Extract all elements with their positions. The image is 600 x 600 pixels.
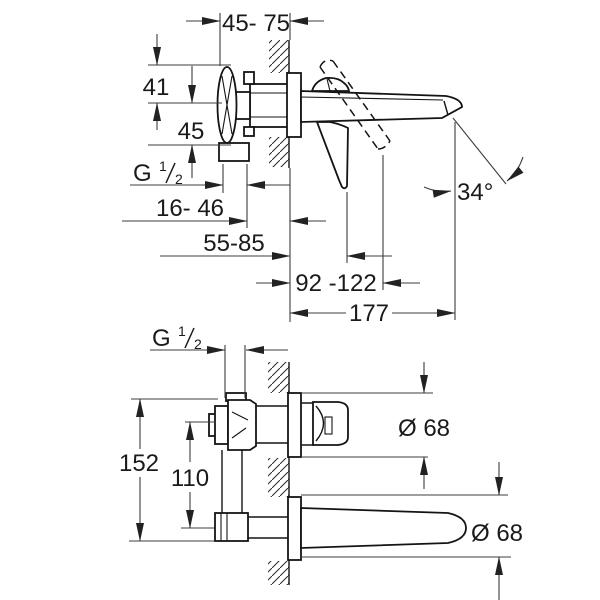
thread-size-denominator-bottom: 2 xyxy=(194,336,202,352)
spout-supply-pipe xyxy=(248,516,289,539)
elbow-union xyxy=(214,512,249,542)
thread-size-base-top: G xyxy=(133,160,152,187)
cartridge-housing-detail xyxy=(231,411,249,439)
handle-stem xyxy=(301,402,313,446)
dashed-lever-tip xyxy=(377,140,391,150)
handle-knob-curve xyxy=(315,405,325,442)
dim-diameter-spout-plate: Ø 68 xyxy=(301,462,523,600)
body-barrel-through-wall xyxy=(256,405,289,444)
thread-size-base-bottom: G xyxy=(152,325,171,352)
dim-55-85-label: 55-85 xyxy=(203,230,264,257)
spout-outline xyxy=(300,90,463,123)
handle-bottom-view xyxy=(301,401,349,446)
top-view: 45- 75 41 45 G 1 2 16- 46 xyxy=(122,10,524,327)
wall-hatch-3 xyxy=(268,561,289,585)
dim-92-122-label: 92 -122 xyxy=(295,270,376,297)
thread-fraction-slash-top xyxy=(165,162,176,184)
valve-top-tab xyxy=(243,71,255,85)
spout-top-view xyxy=(300,76,463,123)
dim-41-45: 41 45 xyxy=(143,34,231,178)
wall-section-bottom-view xyxy=(268,362,290,585)
handle-dome-notch xyxy=(326,78,331,92)
spout-angle-label: 34° xyxy=(457,179,493,206)
dim-45-75-label: 45- 75 xyxy=(222,10,290,37)
valve-housing-lines xyxy=(250,92,289,118)
dim-spout-angle: 34° xyxy=(423,117,524,206)
thread-size-denominator-top: 2 xyxy=(175,171,183,187)
valve-stem xyxy=(235,91,251,120)
dim-152-label: 152 xyxy=(119,450,159,477)
dim-152: 152 xyxy=(119,398,218,542)
dim-45-label: 45 xyxy=(178,118,205,145)
wall-hatch-2 xyxy=(268,458,289,497)
valve-wall-plate xyxy=(287,392,302,458)
diameter-valve-plate-label: Ø 68 xyxy=(398,415,450,442)
thread-size-numerator-top: 1 xyxy=(159,158,167,174)
body-left-flange xyxy=(214,405,229,445)
dim-diameter-valve-plate: Ø 68 xyxy=(301,362,450,489)
dim-45-75: 45- 75 xyxy=(186,10,324,66)
down-pipe xyxy=(221,450,243,513)
handle-knob xyxy=(312,401,349,446)
wall-hatch-upper xyxy=(269,40,289,73)
concealed-valve-body xyxy=(216,66,290,162)
dim-41-label: 41 xyxy=(143,74,170,101)
diameter-spout-plate-label: Ø 68 xyxy=(471,520,523,547)
thread-connection-stub xyxy=(218,142,250,162)
spout-wall-plate xyxy=(287,496,302,561)
spout-inner-edge xyxy=(300,96,444,101)
dim-thread-bottom: G 1 2 xyxy=(150,323,288,398)
dashed-lever-edge-left xyxy=(319,66,379,150)
dim-thread-top: G 1 2 xyxy=(130,158,290,228)
cartridge-housing xyxy=(227,399,257,451)
thread-size-numerator-bottom: 1 xyxy=(178,323,186,339)
handle-dome xyxy=(310,76,351,92)
wall-hatch-lower xyxy=(269,137,289,167)
wall-section-top-view xyxy=(269,40,290,168)
escutcheon-spokes xyxy=(221,75,233,135)
dashed-lever-edge-right xyxy=(332,60,391,142)
handle-knob-bar xyxy=(324,416,333,435)
dim-92-122: 92 -122 xyxy=(256,155,420,297)
valve-bottom-tab xyxy=(243,126,255,137)
aerator-face xyxy=(441,100,463,119)
dim-177: 177 xyxy=(289,122,456,327)
dim-110: 110 xyxy=(171,421,216,529)
dim-110-label: 110 xyxy=(171,465,209,492)
valve-housing xyxy=(249,83,290,128)
dim-55-85: 55-85 xyxy=(160,192,392,263)
dim-16-46: 16- 46 xyxy=(122,195,326,225)
wall-hatch-1 xyxy=(268,362,289,393)
wall-plate-top-view xyxy=(286,72,302,138)
dim-16-46-label: 16- 46 xyxy=(156,195,224,222)
spout-bottom-view xyxy=(300,507,467,549)
lever-handle-open-dashed xyxy=(319,59,391,150)
lever-handle-closed xyxy=(315,121,349,190)
thread-fraction-slash-bottom xyxy=(184,327,195,349)
dashed-lever-cap xyxy=(319,59,334,68)
bottom-view: G 1 2 152 110 Ø 68 xyxy=(119,323,523,600)
dim-177-label: 177 xyxy=(349,300,389,327)
elbow-nut-lines xyxy=(220,513,228,541)
valve-body-bottom-view xyxy=(208,392,289,542)
